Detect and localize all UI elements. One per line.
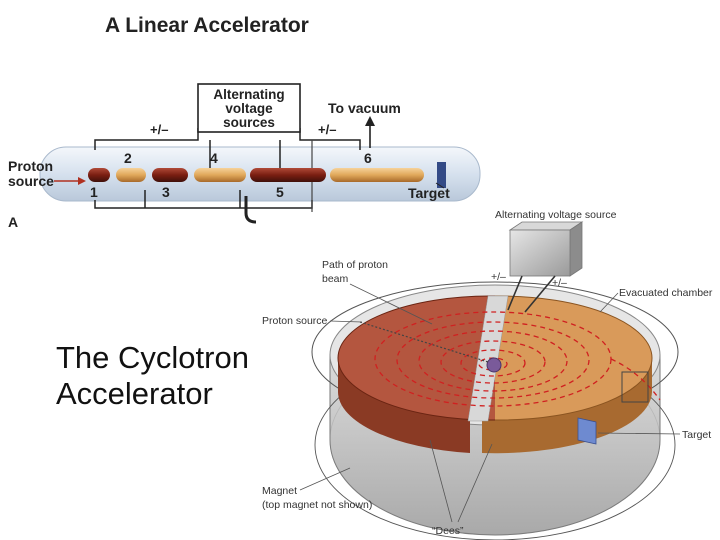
tube-number-5: 5 [276,184,284,200]
proton-beam-path [374,311,661,407]
tube-number-6: 6 [364,150,372,166]
drift-tube-4 [194,168,246,182]
cyclotron-ac-source-box [508,221,584,277]
linac-target-arrow [435,182,445,189]
linac-ac-source-box [197,83,301,133]
cyclotron-polarity-right: +/– [552,277,567,289]
cyclotron-path-label-2: beam [322,273,349,285]
linac-source-label-2: source [8,173,54,189]
tube-number-1: 1 [90,184,98,200]
linac-polarity-left: +/– [150,122,168,137]
drift-tube-5 [250,168,326,182]
linac-ac-label-3: sources [223,115,275,130]
linac-title: A Linear Accelerator [105,14,309,37]
cyclotron-ac-label: Alternating voltage source [495,209,617,221]
tube-number-3: 3 [162,184,170,200]
cyclotron-dees-label: “Dees” [432,525,464,537]
cyclotron-target [577,417,597,445]
cyclotron-magnet-label-2: (top magnet not shown) [262,499,372,511]
cyclotron-target-label: Target [682,429,711,441]
linac-polarity-right: +/– [318,122,336,137]
linac-vacuum-arrowhead-icon [365,116,375,126]
linac-vacuum-label: To vacuum [328,100,401,116]
cyclotron-polarity-left: +/– [491,271,506,283]
cyclotron-path-label-1: Path of proton [322,259,388,271]
chamber-label-leader [599,292,619,313]
linac-ac-label-1: Alternating [213,87,284,102]
magnet-label-leader [299,467,351,491]
cyclotron-title-line2: Accelerator [56,376,213,411]
chamber-port [621,371,649,403]
linac-panel-letter: A [8,214,18,230]
proton-source-leader [329,320,363,323]
cyclotron-proton-source-label: Proton source [262,315,328,327]
cyclotron-chamber-label: Evacuated chamber [619,287,713,299]
drift-tube-2 [116,168,146,182]
tube-number-2: 2 [124,150,132,166]
cyclotron-magnet-label-1: Magnet [262,485,297,497]
tube-number-4: 4 [210,150,218,166]
cyclotron-title-line1: The Cyclotron [56,340,249,375]
linac-ground-lead [244,196,257,224]
linac-source-arrowhead-icon [78,177,86,185]
proton-source-ball [486,357,502,373]
drift-tube-6 [330,168,424,182]
linac-source-label-1: Proton [8,158,53,174]
dees-leaders [429,439,493,523]
path-label-leader [349,283,433,325]
target-label-leader [597,432,681,435]
drift-tube-1 [88,168,110,182]
linac-ac-label-2: voltage [225,101,273,116]
drift-tube-3 [152,168,188,182]
linac-target-plate [437,162,446,188]
cyclotron-title: The Cyclotron Accelerator [56,340,249,412]
linac-target-label: Target [408,185,450,201]
cyclotron-leads [507,275,556,313]
